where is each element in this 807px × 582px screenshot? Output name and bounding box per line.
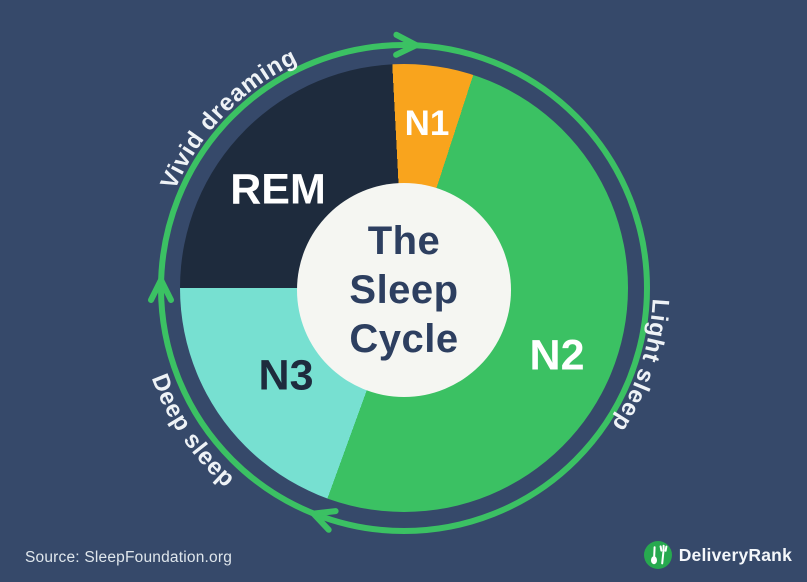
arrowhead-icon [393,31,420,58]
diagram-title: The Sleep Cycle [349,217,458,364]
segment-label-n3: N3 [258,351,314,400]
brand-logo: DeliveryRank [643,541,792,569]
fork-spoon-icon [643,541,672,569]
arrowhead-icon [310,508,339,533]
segment-label-n1: N1 [404,104,450,143]
arrowhead-icon [148,277,174,303]
title-line-3: Cycle [349,316,459,361]
brand-name: DeliveryRank [678,544,792,565]
wheel-center-circle: The Sleep Cycle [297,183,511,397]
segment-label-rem: REM [230,165,326,214]
title-line-2: Sleep [349,267,459,312]
title-line-1: The [367,218,441,263]
source-attribution: Source: SleepFoundation.org [25,549,233,566]
segment-label-n2: N2 [529,331,585,380]
